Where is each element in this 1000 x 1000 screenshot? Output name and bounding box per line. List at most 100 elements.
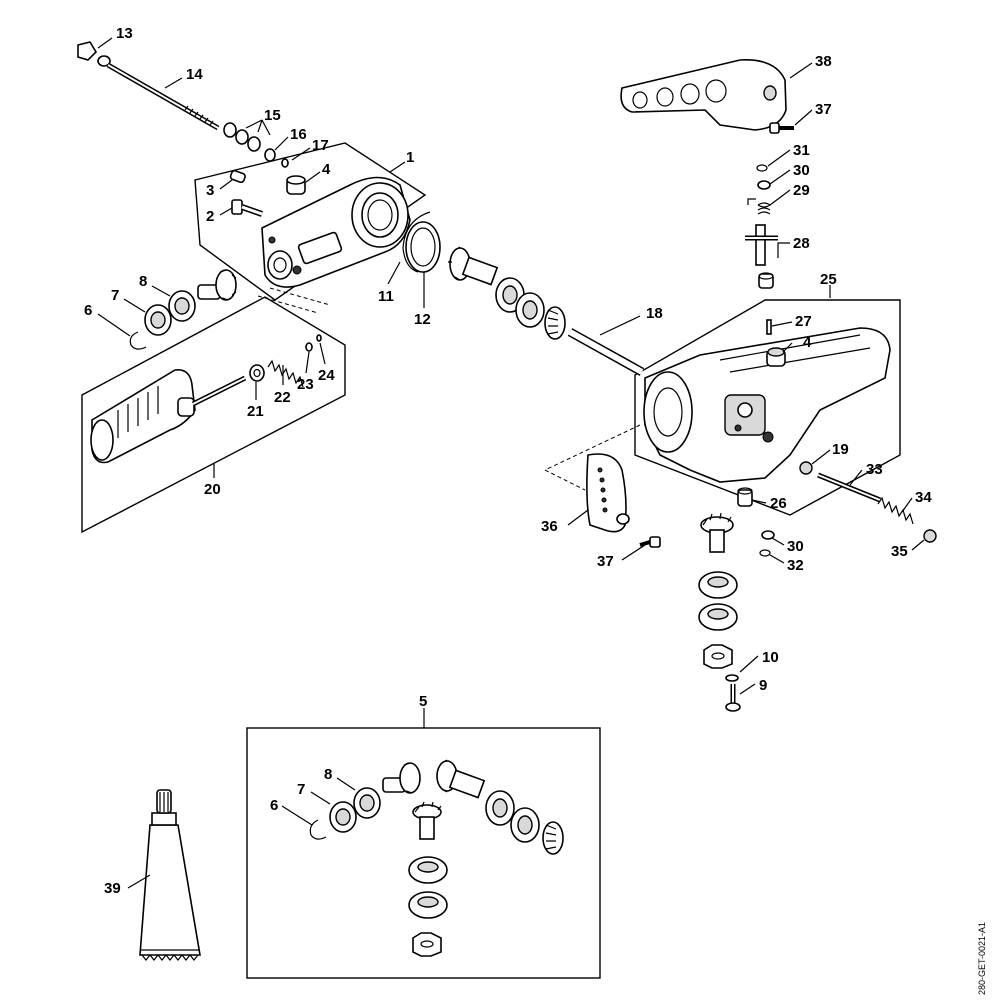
leader-15 bbox=[245, 119, 271, 136]
part-bearing-center-2 bbox=[515, 292, 545, 328]
part-20-handle bbox=[90, 368, 247, 464]
callout-35: 35 bbox=[891, 543, 908, 560]
part-31-ring bbox=[756, 164, 768, 172]
handle-group-box-20 bbox=[81, 296, 346, 534]
part-7-bearing bbox=[144, 304, 172, 336]
part-1-housing bbox=[261, 176, 411, 288]
leader-24 bbox=[319, 342, 326, 365]
callout-11: 11 bbox=[378, 288, 394, 305]
part-29-spring bbox=[747, 198, 772, 215]
leader-31 bbox=[767, 149, 791, 167]
part-6-circlip bbox=[129, 331, 147, 350]
part-4-plug bbox=[286, 175, 306, 195]
callout-8b: 8 bbox=[324, 766, 332, 783]
leader-6a bbox=[97, 313, 131, 337]
part-35-nut bbox=[923, 529, 937, 543]
callout-30b: 30 bbox=[787, 538, 804, 555]
callout-8a: 8 bbox=[139, 273, 147, 290]
part-8-bearing bbox=[168, 290, 196, 322]
leader-17 bbox=[291, 147, 311, 161]
part-15-washers bbox=[223, 122, 261, 152]
leader-19 bbox=[811, 449, 831, 465]
part-bearing-kit-right-2 bbox=[510, 807, 540, 843]
part-gear-shaft-center bbox=[448, 246, 499, 286]
part-25-gearbox-housing bbox=[643, 327, 891, 483]
callout-23: 23 bbox=[297, 376, 314, 393]
part-bearing-kit-vertical-1 bbox=[408, 856, 448, 884]
leader-29 bbox=[769, 189, 791, 206]
leader-32 bbox=[769, 554, 785, 564]
callout-39: 39 bbox=[104, 880, 121, 897]
part-34-spring bbox=[877, 496, 914, 525]
part-gear-shaft-kit-right bbox=[436, 759, 486, 799]
part-bearing-vertical-1 bbox=[698, 571, 738, 599]
part-30-washer-top bbox=[757, 180, 771, 190]
leader-36 bbox=[567, 509, 589, 526]
part-24-ring bbox=[316, 334, 322, 342]
callout-9: 9 bbox=[759, 677, 767, 694]
dashed-link-1-20b bbox=[257, 295, 319, 314]
callout-13: 13 bbox=[116, 25, 133, 42]
callout-24: 24 bbox=[318, 367, 335, 384]
part-18-shaft bbox=[567, 328, 645, 376]
leader-14 bbox=[164, 77, 183, 89]
leader-3 bbox=[219, 179, 233, 190]
part-21-sleeve bbox=[249, 364, 265, 382]
callout-1: 1 bbox=[406, 149, 414, 166]
callout-37a: 37 bbox=[815, 101, 832, 118]
leader-26 bbox=[751, 499, 767, 504]
callout-34: 34 bbox=[915, 489, 932, 506]
part-bevel-gear-vertical bbox=[700, 512, 734, 553]
part-drive-nut-vertical bbox=[703, 644, 733, 669]
part-6-circlip-kit bbox=[309, 819, 327, 840]
leader-30a bbox=[769, 169, 791, 185]
callout-20: 20 bbox=[204, 481, 221, 498]
part-4-plug-right bbox=[766, 347, 786, 367]
part-32-ring bbox=[759, 549, 771, 557]
leader-8b bbox=[336, 777, 356, 791]
callout-26: 26 bbox=[770, 495, 787, 512]
callout-30a: 30 bbox=[793, 162, 810, 179]
leader-8a bbox=[151, 285, 171, 297]
part-27-pin bbox=[766, 319, 772, 335]
leader-6b bbox=[281, 805, 313, 826]
leader-28 bbox=[777, 242, 790, 258]
leader-34 bbox=[901, 497, 913, 513]
dashed-link-1-20 bbox=[269, 287, 331, 306]
callout-36: 36 bbox=[541, 518, 558, 535]
part-8-bearing-kit bbox=[353, 787, 381, 819]
part-drive-nut-kit bbox=[412, 932, 442, 957]
leader-27 bbox=[771, 321, 793, 327]
callout-22: 22 bbox=[274, 389, 291, 406]
leader-37b bbox=[621, 544, 646, 561]
part-14-long-bolt bbox=[106, 62, 220, 131]
part-gear-shaft-kit-left bbox=[382, 762, 421, 794]
part-26-sleeve bbox=[737, 487, 753, 507]
leader-7b bbox=[310, 791, 331, 805]
part-bevel-gear-kit bbox=[542, 821, 564, 855]
leader-2 bbox=[219, 207, 233, 216]
part-38-lever bbox=[620, 59, 787, 131]
part-36-guard-plate bbox=[586, 453, 630, 533]
leader-1 bbox=[389, 161, 406, 173]
part-23-washer bbox=[305, 342, 313, 352]
callout-32: 32 bbox=[787, 557, 804, 574]
dashed-link-25-36b bbox=[544, 469, 586, 491]
callout-19: 19 bbox=[832, 441, 849, 458]
callout-31: 31 bbox=[793, 142, 810, 159]
part-16-washer bbox=[264, 148, 276, 162]
leader-10 bbox=[739, 655, 759, 673]
callout-4b: 4 bbox=[803, 334, 812, 351]
part-7-bearing-kit bbox=[329, 801, 357, 833]
part-30-washer-bottom bbox=[761, 530, 775, 540]
leader-11 bbox=[387, 261, 401, 285]
leader-4b bbox=[782, 342, 793, 353]
part-bearing-vertical-2 bbox=[698, 603, 738, 631]
leader-38 bbox=[789, 62, 813, 79]
part-37-screw-bottom bbox=[639, 536, 661, 548]
callout-16: 16 bbox=[290, 126, 307, 143]
part-gear-shaft-left bbox=[197, 269, 237, 301]
part-2-screw bbox=[231, 199, 263, 217]
part-9-screw bbox=[725, 684, 741, 712]
